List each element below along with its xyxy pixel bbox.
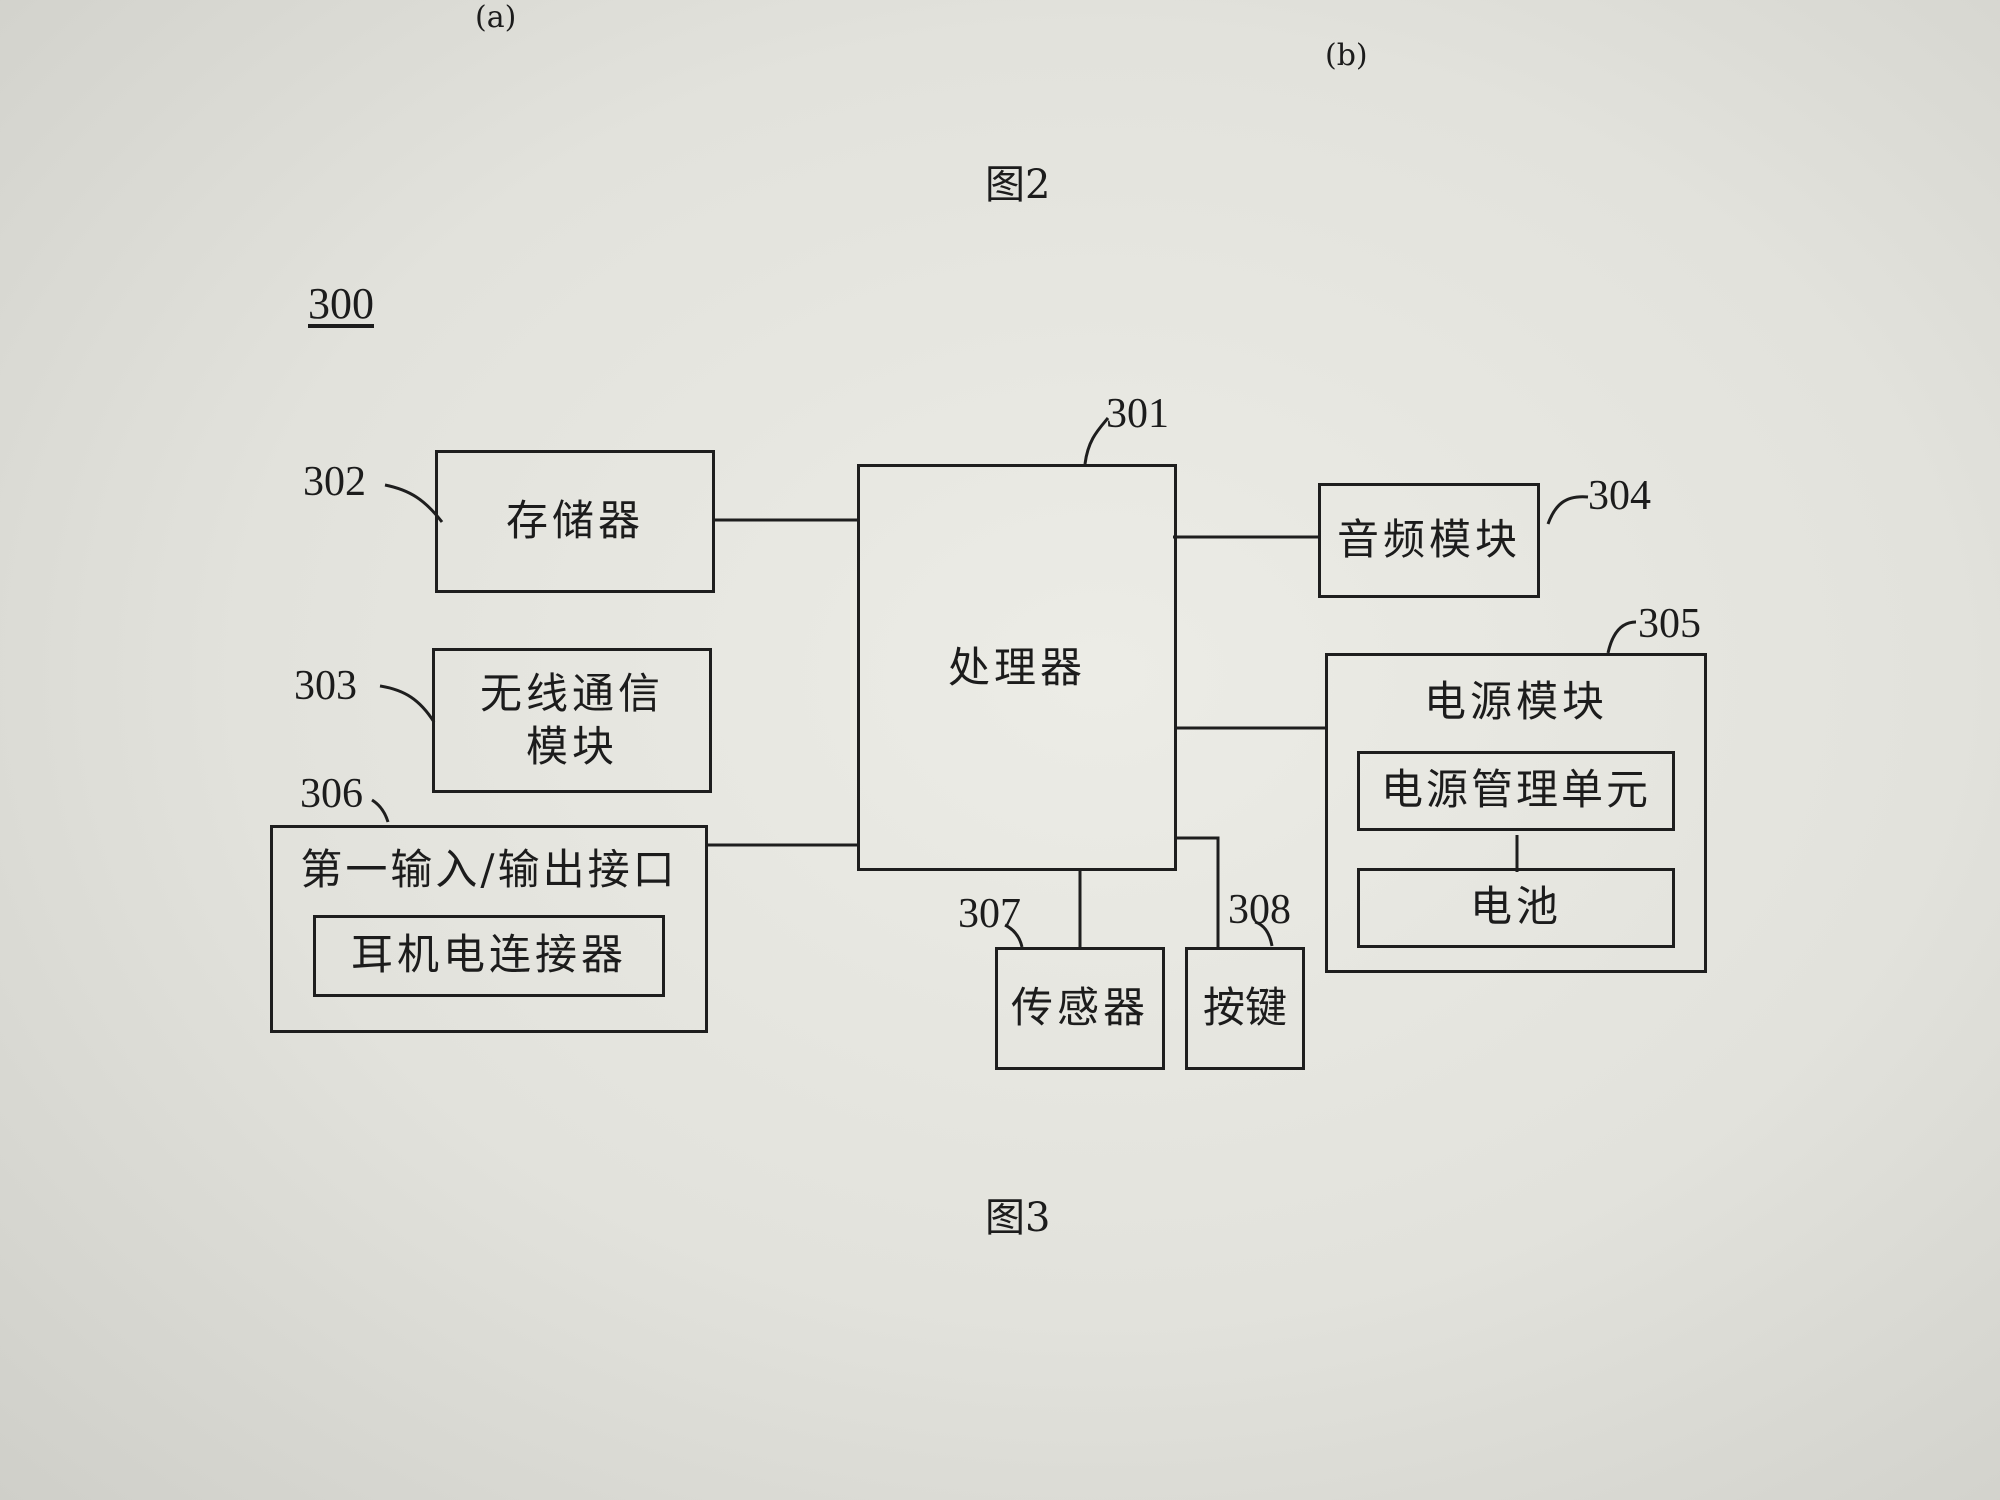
io-interface-block: 第一输入/输出接口 耳机电连接器 — [270, 825, 708, 1033]
wire-processor-key — [1176, 836, 1220, 948]
ref-306: 306 — [300, 771, 363, 817]
sensor-block: 传感器 — [995, 947, 1165, 1070]
power-module-block: 电源模块 电源管理单元 电池 — [1325, 653, 1707, 973]
leader-304 — [1546, 495, 1589, 525]
ref-303: 303 — [294, 663, 357, 709]
audio-label: 音频模块 — [1336, 515, 1521, 565]
battery-label: 电池 — [1469, 882, 1562, 932]
leader-308 — [1254, 920, 1274, 947]
leader-302 — [384, 483, 444, 523]
ref-307: 307 — [958, 891, 1021, 937]
audio-module-block: 音频模块 — [1318, 483, 1540, 598]
ref-302: 302 — [303, 459, 366, 505]
io-label: 第一输入/输出接口 — [300, 845, 678, 894]
sensor-label: 传感器 — [1010, 983, 1149, 1033]
diagram-ref: 300 — [308, 279, 374, 328]
leader-301 — [1083, 417, 1110, 465]
leader-306 — [371, 798, 390, 823]
label-a: (a) — [475, 0, 517, 35]
power-management-unit-block: 电源管理单元 — [1357, 750, 1675, 831]
wireless-label-line2: 模块 — [525, 721, 618, 771]
memory-block: 存储器 — [435, 450, 715, 593]
processor-label: 处理器 — [947, 643, 1086, 692]
pmu-label: 电源管理单元 — [1380, 765, 1651, 815]
memory-label: 存储器 — [505, 496, 644, 546]
figure3-caption: 图3 — [985, 1195, 1051, 1241]
label-b: (b) — [1325, 38, 1368, 73]
wireless-label-line1: 无线通信 — [479, 669, 664, 718]
battery-block: 电池 — [1357, 867, 1675, 948]
key-label: 按键 — [1202, 983, 1287, 1033]
ref-308: 308 — [1228, 887, 1291, 933]
ref-304: 304 — [1588, 473, 1651, 519]
ref-301: 301 — [1106, 391, 1169, 437]
ref-305: 305 — [1638, 601, 1701, 647]
power-label: 电源模块 — [1423, 677, 1608, 726]
leader-307 — [1004, 923, 1024, 948]
wireless-module-block: 无线通信 模块 — [432, 648, 712, 793]
leader-303 — [379, 684, 436, 723]
headphone-connector-label: 耳机电连接器 — [350, 930, 627, 980]
headphone-connector-block: 耳机电连接器 — [313, 914, 665, 997]
processor-block: 处理器 — [857, 464, 1177, 871]
key-block: 按键 — [1185, 947, 1305, 1070]
figure2-caption: 图2 — [985, 162, 1051, 208]
leader-305 — [1606, 620, 1637, 654]
